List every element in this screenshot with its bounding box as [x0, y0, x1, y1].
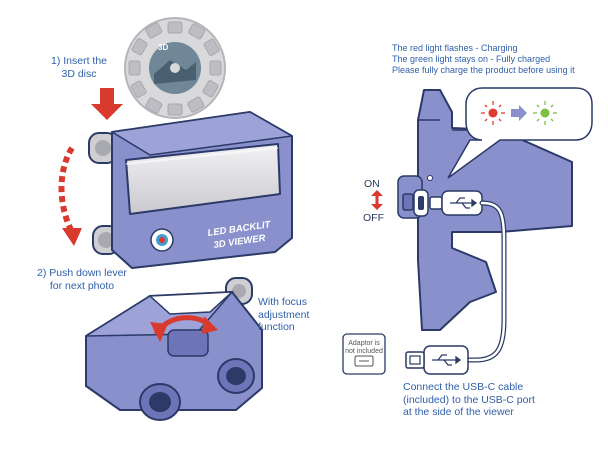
- usb-c-cable: [405, 190, 507, 375]
- green-light-icon: [533, 101, 557, 125]
- switch-off-label: OFF: [363, 212, 384, 224]
- red-light-icon: [481, 101, 505, 125]
- focus-rotate-arrow-icon: [150, 315, 218, 342]
- adaptor-label: Adaptor is not included: [345, 340, 383, 355]
- focus-label: With focus adjustment function: [258, 296, 310, 333]
- cable-instructions: Connect the USB-C cable (included) to th…: [403, 381, 535, 418]
- arrow-right-icon: [511, 105, 527, 121]
- disc-label: 3D: [158, 43, 168, 52]
- switch-arrows-icon: [371, 190, 383, 210]
- viewer-bottom: [85, 277, 263, 421]
- lever-arrow-icon: [58, 146, 82, 246]
- viewer-top: LED BACKLIT 3D VIEWER: [88, 111, 293, 269]
- switch-on-label: ON: [364, 178, 380, 190]
- step-push-label: 2) Push down lever for next photo: [37, 267, 127, 292]
- usb-plug-icon: [432, 354, 462, 366]
- insert-arrow-icon: [91, 88, 123, 120]
- step-insert-label: 1) Insert the 3D disc: [50, 55, 108, 80]
- disc-reel: 3D: [124, 17, 226, 119]
- usb-icon: [450, 197, 478, 209]
- light-indicator-callout: [447, 87, 593, 179]
- charging-info: The red light flashes - Charging The gre…: [392, 43, 575, 75]
- adaptor-box: [342, 333, 386, 375]
